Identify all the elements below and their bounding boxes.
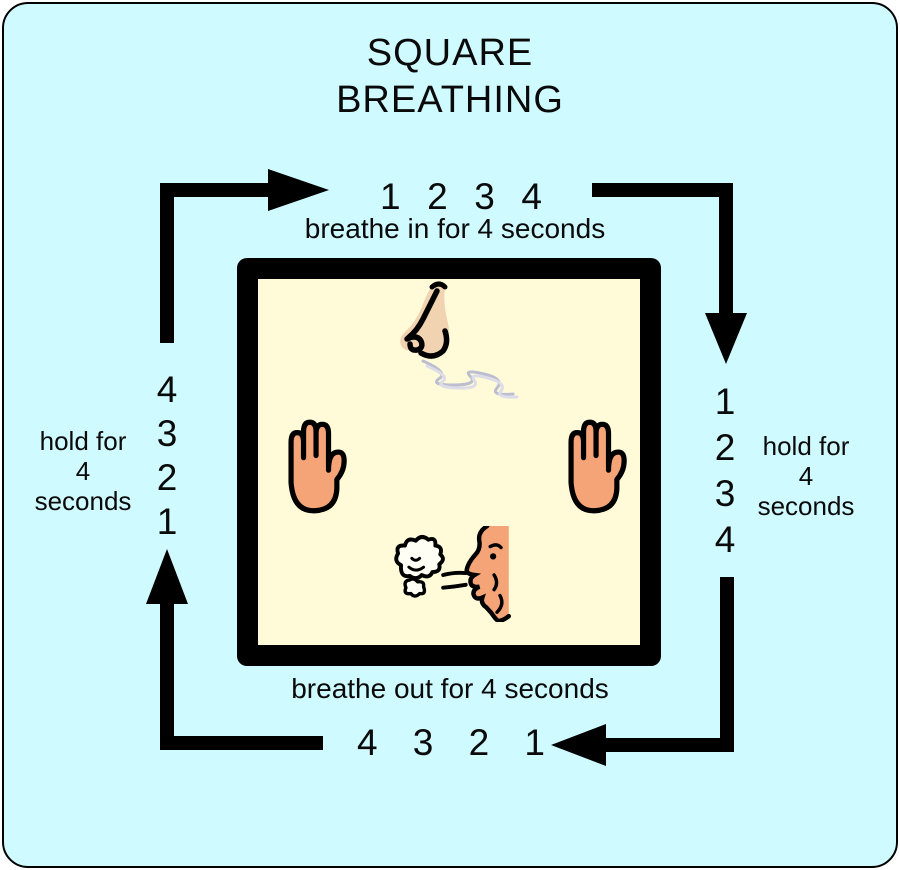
hold-left-line-1: hold for: [39, 426, 127, 456]
count-2: 2: [714, 427, 736, 468]
count-4: 4: [357, 722, 378, 763]
title-line-2: BREATHING: [336, 79, 564, 121]
raised-hand-icon: [288, 419, 347, 514]
breathe-in-label: breathe in for 4 seconds: [304, 213, 606, 244]
hold-left-label: hold for 4 seconds: [22, 426, 144, 516]
hold-right-counts: 1 2 3 4: [703, 381, 747, 561]
count-1: 1: [380, 176, 401, 217]
count-2: 2: [156, 457, 178, 498]
breathing-square: [237, 258, 661, 666]
count-4: 4: [521, 176, 542, 217]
count-3: 3: [156, 413, 178, 454]
breathe-out-counts: 4 3 2 1: [357, 722, 545, 764]
raised-hand-icon: [568, 419, 627, 514]
hold-right-line-3: seconds: [757, 491, 855, 521]
count-2: 2: [468, 722, 490, 763]
hold-left-line-2: 4: [75, 456, 91, 486]
count-3: 3: [714, 473, 736, 514]
title-line-1: SQUARE: [366, 32, 534, 74]
hold-right-line-1: hold for: [762, 431, 850, 461]
count-3: 3: [474, 176, 495, 217]
count-4: 4: [156, 369, 178, 410]
hold-right-line-2: 4: [798, 461, 814, 491]
nose-breathing-in-icon: [400, 281, 519, 399]
breathe-out-label: breathe out for 4 seconds: [291, 673, 609, 704]
page-title: SQUARE BREATHING: [0, 30, 900, 124]
count-1: 1: [156, 501, 178, 542]
hold-left-line-3: seconds: [34, 486, 132, 516]
count-1: 1: [524, 722, 545, 763]
count-1: 1: [714, 381, 736, 422]
breathe-in-counts: 1 2 3 4: [380, 176, 542, 218]
inhaled-air-wisp-icon: [421, 359, 519, 399]
count-2: 2: [427, 176, 448, 217]
hold-right-label: hold for 4 seconds: [745, 431, 867, 521]
face-breathing-out-icon: [394, 526, 511, 622]
hold-left-counts: 4 3 2 1: [145, 369, 189, 543]
count-3: 3: [412, 722, 434, 763]
count-4: 4: [714, 519, 736, 560]
exhaled-air-puff-icon: [394, 535, 468, 598]
